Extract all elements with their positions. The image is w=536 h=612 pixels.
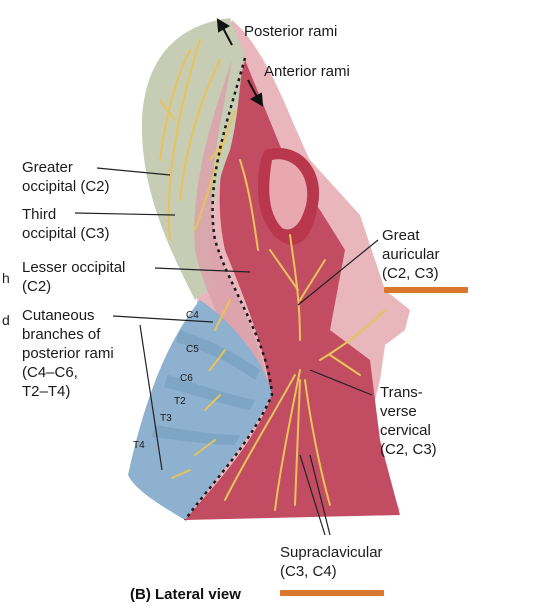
transverse-cervical-label: Trans- verse cervical (C2, C3) (380, 384, 437, 458)
segment-c4: C4 (186, 310, 199, 321)
edge-letter-d: d (2, 312, 10, 328)
segment-c6: C6 (180, 373, 193, 384)
posterior-skin-strip (194, 60, 270, 420)
great-auricular-highlight (384, 287, 468, 293)
dermatome-bands (152, 330, 260, 445)
figure-caption: (B) Lateral view (130, 586, 241, 603)
ear (258, 148, 320, 245)
segment-t2: T2 (174, 396, 186, 407)
greater-occipital-label: Greater occipital (C2) (22, 159, 110, 195)
great-auricular-label: Great auricular (C2, C3) (382, 227, 440, 282)
posterior-rami-label: Posterior rami (244, 23, 338, 40)
nerve-branches (159, 39, 386, 511)
rami-boundary-dotted-line (183, 57, 274, 521)
supraclavicular-highlight (280, 590, 384, 596)
lesser-occipital-label: Lesser occipital (C2) (22, 259, 126, 295)
edge-letter-h: h (2, 270, 10, 286)
segment-c5: C5 (186, 344, 199, 355)
supraclavicular-label: Supraclavicular (C3, C4) (280, 544, 383, 580)
anterior-rami-label: Anterior rami (264, 63, 350, 80)
third-occipital-label: Third occipital (C3) (22, 206, 110, 242)
cutaneous-branches-label: Cutaneous branches of posterior rami (C4… (22, 307, 114, 400)
segment-t4: T4 (133, 440, 145, 451)
segment-t3: T3 (160, 413, 172, 424)
anterior-rami-region (185, 60, 400, 520)
rami-arrows (216, 18, 264, 107)
leader-lines (74, 167, 379, 536)
posterior-rami-region (141, 18, 245, 300)
